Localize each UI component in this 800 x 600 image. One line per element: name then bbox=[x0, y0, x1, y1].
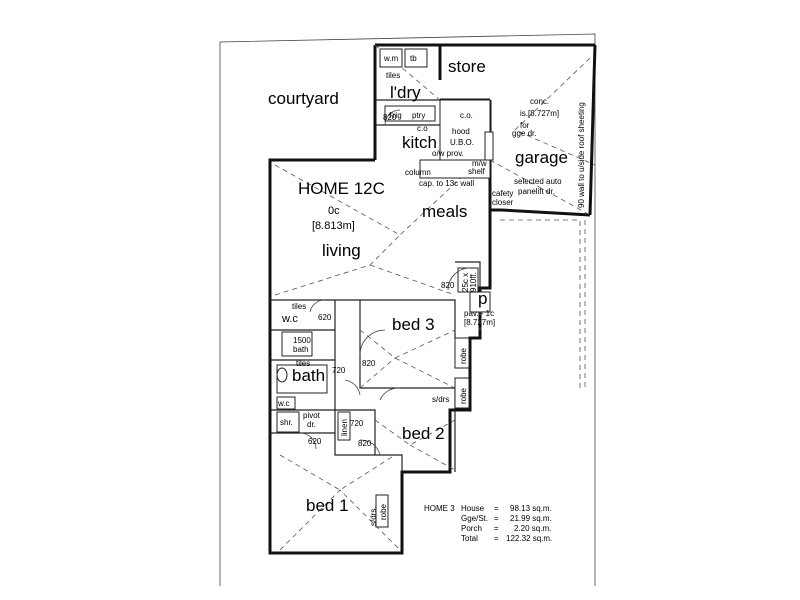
area-heading: HOME 3 bbox=[424, 504, 455, 513]
floor-level-ref: [8.813m] bbox=[312, 220, 355, 232]
ow-prov-label: o/w prov. bbox=[432, 149, 464, 158]
area-label: House bbox=[461, 504, 485, 513]
washing-machine-label: w.m bbox=[383, 54, 399, 63]
fixtures bbox=[276, 48, 494, 528]
door-width-label: 820 bbox=[441, 281, 455, 290]
conc-label: conc. bbox=[530, 97, 549, 106]
hood-label: hood bbox=[452, 127, 470, 136]
roof-note-label: 90 wall to u/side roof sheeting bbox=[577, 102, 586, 208]
lot-boundary bbox=[219, 33, 596, 586]
floor-level: 0c bbox=[328, 205, 340, 217]
roof-lines bbox=[274, 44, 596, 551]
door-width-label: 820 bbox=[358, 439, 372, 448]
tub-label: tb bbox=[410, 54, 417, 63]
area-label: Porch bbox=[461, 524, 482, 533]
area-schedule: HOME 3 House = 98.13 sq.m. Gge/St. = 21.… bbox=[424, 504, 552, 543]
door-swings bbox=[299, 109, 471, 456]
area-value: 122.32 sq.m. bbox=[506, 534, 552, 543]
fridge-label: f'rig bbox=[389, 111, 402, 120]
wc2-label: w.c bbox=[277, 399, 290, 408]
pav-level-label: [8.727m] bbox=[464, 318, 495, 327]
cooktop-label: c.o. bbox=[460, 111, 473, 120]
bath-label: bath bbox=[292, 366, 325, 385]
courtyard-label: courtyard bbox=[268, 89, 339, 108]
area-label: Gge/St. bbox=[461, 514, 488, 523]
porch-size-1: 25c x bbox=[461, 273, 470, 292]
shower-label: shr. bbox=[280, 418, 293, 427]
bed2-label: bed 2 bbox=[402, 424, 445, 443]
plan-title: HOME 12C bbox=[298, 179, 385, 198]
for-label: for bbox=[520, 121, 530, 130]
pav-label: pav. - 1c bbox=[464, 309, 494, 318]
wc-label: w.c bbox=[281, 313, 298, 325]
porch-size-2: 910ff. bbox=[469, 272, 478, 292]
bed3-label: bed 3 bbox=[392, 315, 435, 334]
interior-walls bbox=[270, 99, 481, 472]
exterior-walls bbox=[268, 43, 597, 555]
robe-label-2: robe bbox=[459, 387, 468, 404]
door-width-label: 620 bbox=[308, 437, 322, 446]
door-width-label: 620 bbox=[318, 313, 332, 322]
door-width-label: 720 bbox=[332, 366, 346, 375]
area-eq: = bbox=[494, 534, 499, 543]
linen-label: linen bbox=[340, 419, 349, 436]
bath-size-1: 1500 bbox=[293, 336, 311, 345]
column-label: column bbox=[405, 168, 431, 177]
robe-label-3: robe bbox=[379, 503, 388, 520]
cap-label: cap. to 13c wall bbox=[419, 179, 474, 188]
conc-level-label: is.[8.727m] bbox=[520, 109, 559, 118]
bed1-label: bed 1 bbox=[306, 496, 349, 515]
meals-label: meals bbox=[422, 202, 467, 221]
living-label: living bbox=[322, 241, 361, 260]
area-eq: = bbox=[494, 514, 499, 523]
robe-label-1: robe bbox=[459, 347, 468, 364]
bath-size-2: bath bbox=[293, 345, 309, 354]
area-label: Total bbox=[461, 534, 478, 543]
door-width-label: 820 bbox=[362, 359, 376, 368]
co-label: c.o bbox=[417, 124, 428, 133]
area-value: 21.99 sq.m. bbox=[510, 514, 552, 523]
porch-label: p bbox=[478, 289, 487, 308]
pantry-label: ptry bbox=[412, 111, 425, 120]
area-eq: = bbox=[494, 524, 499, 533]
area-eq: = bbox=[494, 504, 499, 513]
door-width-label: 720 bbox=[350, 419, 364, 428]
pivot-label-1: pivot bbox=[303, 411, 321, 420]
ubo-label: U.B.O. bbox=[450, 138, 474, 147]
pivot-label-2: dr. bbox=[307, 420, 316, 429]
area-value: 2.20 sq.m. bbox=[514, 524, 551, 533]
area-value: 98.13 sq.m. bbox=[510, 504, 552, 513]
wc-tiles-label: tiles bbox=[292, 302, 306, 311]
shelf-label: shelf bbox=[468, 167, 486, 176]
kitchen-label: kitch bbox=[402, 133, 437, 152]
sdrs-label-1: s/drs bbox=[432, 395, 449, 404]
laundry-tiles-label: tiles bbox=[386, 71, 400, 80]
auto-door-label-2: panelift dr. bbox=[518, 187, 555, 196]
mw-label: m/w bbox=[472, 159, 487, 168]
bath-tiles-label: tiles bbox=[296, 359, 310, 368]
store-label: store bbox=[448, 57, 486, 76]
auto-door-label-1: selected auto bbox=[514, 177, 562, 186]
garage-label: garage bbox=[515, 148, 568, 167]
laundry-label: l'dry bbox=[390, 83, 421, 102]
closer-label: closer bbox=[492, 198, 514, 207]
gge-dr-label: gge dr. bbox=[512, 129, 536, 138]
door-width-label: 820 bbox=[383, 113, 397, 122]
sdrs-label-2: s/drs. bbox=[369, 506, 378, 526]
cafety-label: cafety bbox=[492, 189, 513, 198]
